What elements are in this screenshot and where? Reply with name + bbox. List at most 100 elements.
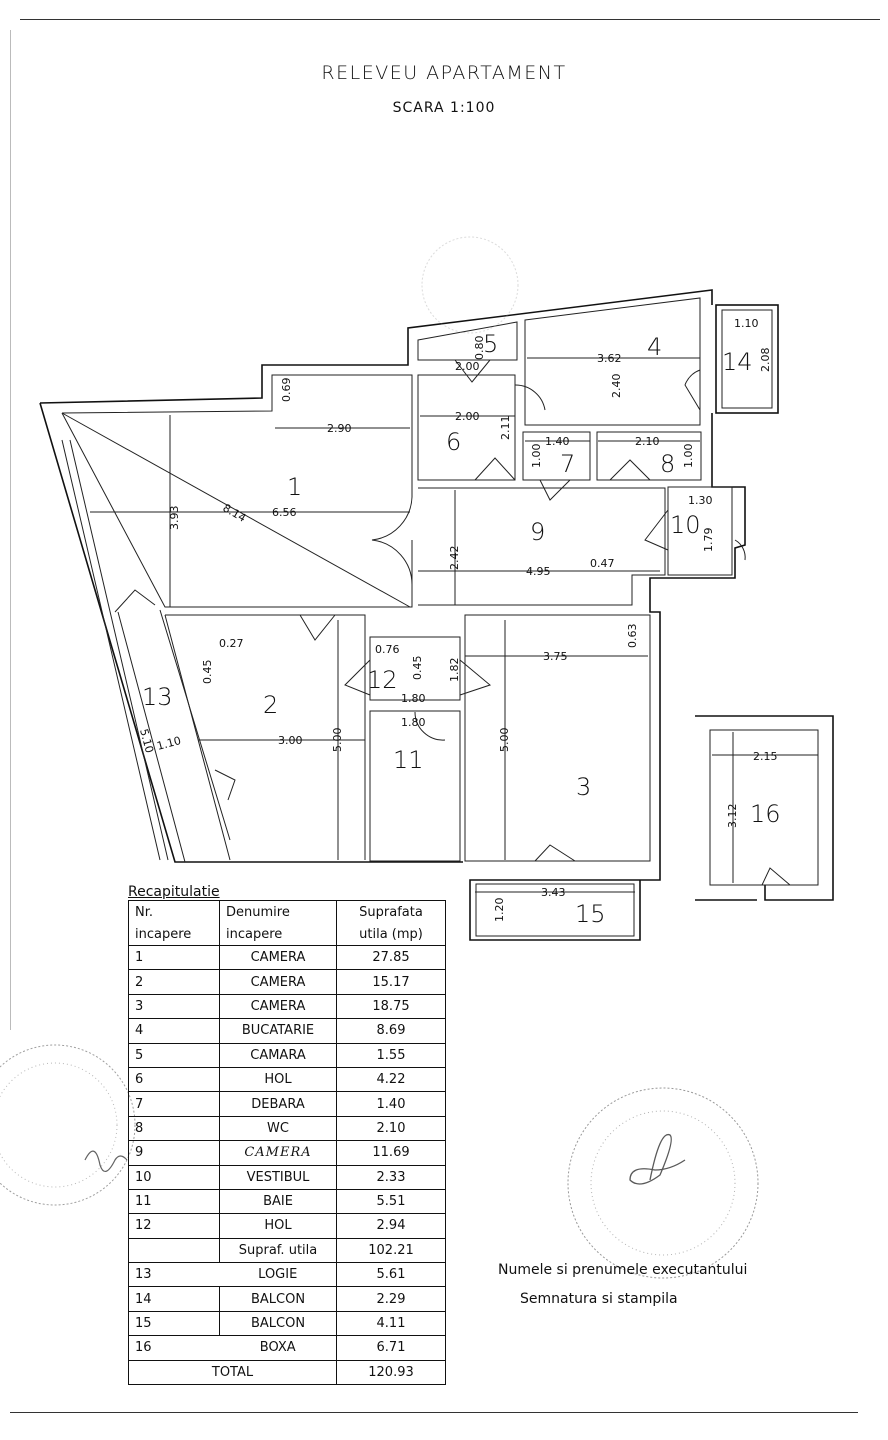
cell-name: BALCON [219,1310,337,1337]
room-4-outline [524,297,701,426]
room-number: 6 [446,428,461,456]
room-3-outline [464,614,651,862]
left-border-line [10,30,11,1030]
room-number: 3 [576,773,591,801]
dim-label: 2.90 [327,422,352,435]
room-number: 15 [575,900,606,928]
dim-label: 4.95 [526,565,551,578]
header-cell: Nr. [128,900,220,923]
room-16-inner [709,729,819,886]
dim-label: 0.69 [280,378,293,403]
dim-label: 3.12 [726,804,739,829]
dim-label: 2.15 [753,750,778,763]
cell-nr: 9 [128,1140,220,1166]
cell-area: 4.11 [336,1310,446,1337]
recap-table: Nr. Denumire Suprafata incapere incapere… [128,900,446,1386]
dim-label: 3.75 [543,650,568,663]
dim-label: 2.42 [448,546,461,571]
header-cell: Suprafata [336,900,446,923]
cell-area: 4.22 [336,1066,446,1093]
cell-nr: 13 [128,1262,220,1288]
cell-nr: 6 [128,1066,220,1093]
cell-name: CAMERA [219,1140,337,1166]
room-number: 14 [722,348,753,376]
dim-label: 0.27 [219,637,244,650]
room-2-outline [164,614,366,861]
cell-area: 18.75 [336,993,446,1020]
room-14-inner [721,309,773,409]
room-12-outline [369,636,461,701]
dimension-lines [90,357,818,893]
room-number: 9 [530,518,545,546]
room-1-outline [61,374,413,608]
dim-label: 8.14 [221,501,249,525]
room-11-outline [369,710,461,862]
cell-nr: 3 [128,993,220,1020]
room-number: 7 [560,450,575,478]
empty-cell [128,1237,220,1264]
dim-label: 1.10 [734,317,759,330]
subtotal-row: Supraf. utila 102.21 [128,1237,446,1264]
room-number: 13 [142,683,173,711]
cell-name: CAMERA [219,944,337,971]
dim-label: 2.10 [635,435,660,448]
room-numbers: 1 2 3 4 5 6 7 8 9 10 11 12 13 14 15 16 [142,330,781,928]
dim-label: 5.00 [331,728,344,753]
dim-label: 1.79 [702,528,715,553]
cell-area: 1.40 [336,1091,446,1117]
cell-name: VESTIBUL [219,1164,337,1190]
dim-label: 1.00 [530,444,543,469]
signature-stamp-label: Semnatura si stampila [520,1291,678,1307]
room-number: 1 [287,473,302,501]
cell-area: 8.69 [336,1018,446,1044]
dim-label: 2.08 [759,348,772,373]
dim-label: 1.10 [155,734,182,753]
dim-label: 3.43 [541,886,566,899]
room-8-outline [596,431,702,481]
dim-label: 6.56 [272,506,297,519]
dim-label: 2.00 [455,410,480,423]
stamp-top [421,236,519,334]
signature-right [629,1133,686,1185]
outer-wall [39,289,746,941]
cell-area: 27.85 [336,944,446,971]
cell-name: LOGIE [219,1262,337,1288]
room-5-outline [417,321,518,361]
cell-area: 5.51 [336,1188,446,1215]
stamp-right [567,1087,759,1279]
total-label: TOTAL [128,1359,337,1386]
cell-name: HOL [219,1066,337,1093]
cell-name: HOL [219,1213,337,1239]
room-9-outline [418,487,666,606]
cell-name: BAIE [219,1188,337,1215]
document-title: RELEVEU APARTAMENT [321,62,567,84]
cell-name: DEBARA [219,1091,337,1117]
cell-area: 2.94 [336,1213,446,1239]
dim-label: 5.10 [137,727,156,754]
room-14-outline [715,304,779,414]
cell-name: CAMERA [219,969,337,995]
cell-name: CAMERA [219,993,337,1020]
cell-name: WC [219,1115,337,1142]
stamp-left [0,1044,136,1206]
cell-nr: 8 [128,1115,220,1142]
cell-nr: 12 [128,1213,220,1239]
cell-nr: 16 [128,1335,220,1361]
cell-nr: 4 [128,1018,220,1044]
total-value: 120.93 [336,1359,446,1386]
dim-label: 5.00 [498,728,511,753]
